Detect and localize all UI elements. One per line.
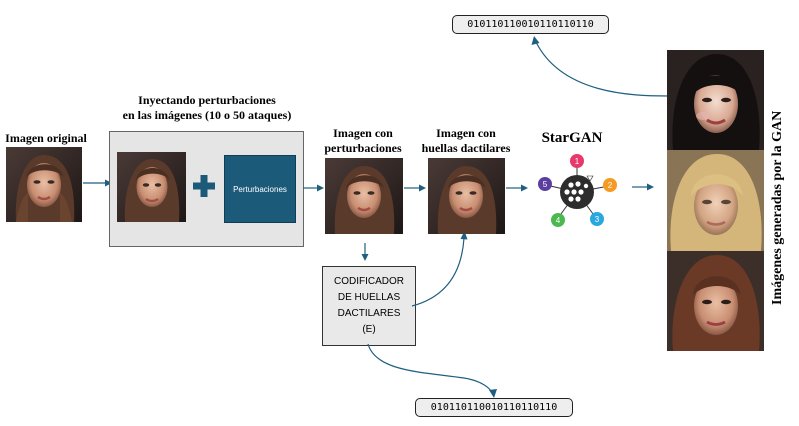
original-face-image	[6, 147, 82, 222]
arrow-generated-to-code	[531, 36, 669, 97]
generated-face-image-3	[667, 251, 764, 351]
perturbations-box: Perturbaciones	[224, 155, 296, 223]
stargan-node-1: 1	[570, 154, 584, 168]
fingerprint-label-line2: huellas dactilares	[421, 141, 511, 155]
injecting-title: Inyectando perturbaciones en las imágene…	[104, 93, 310, 123]
encoder-line3: DACTILARES	[337, 308, 401, 319]
generated-face-image-2	[667, 150, 764, 251]
stargan-node-1-label: 1	[575, 157, 580, 166]
stargan-node-4-label: 4	[556, 216, 561, 225]
original-image-label: Imagen original	[5, 131, 87, 145]
encoder-line2: DE HUELLAS	[337, 292, 401, 303]
arrow-fingerprint-to-stargan	[506, 184, 528, 192]
stargan-logo: 1 2 3 4 5	[532, 152, 622, 232]
bottom-binary-code: 010110110010110110110	[415, 398, 573, 417]
injecting-title-line2: en las imágenes (10 o 50 ataques)	[122, 108, 292, 122]
fingerprint-encoder-box: CODIFICADOR DE HUELLAS DACTILARES (E)	[322, 266, 416, 346]
fingerprint-label-line1: Imagen con	[436, 126, 496, 140]
arrow-panel-to-perturbed	[303, 184, 324, 192]
stargan-node-5: 5	[538, 177, 552, 191]
top-binary-code: 010110110010110110110	[452, 15, 609, 34]
panel-face-image	[117, 152, 186, 222]
perturbed-label-line1: Imagen con	[333, 126, 393, 140]
stargan-node-3-label: 3	[595, 215, 600, 224]
plus-icon	[193, 175, 215, 197]
arrow-encoder-to-code	[367, 344, 497, 398]
stargan-node-2-label: 2	[608, 181, 613, 190]
fingerprint-image-label: Imagen con huellas dactilares	[414, 126, 518, 156]
perturbed-image-label: Imagen con perturbaciones	[318, 126, 408, 156]
encoder-line4: (E)	[362, 324, 376, 335]
perturbed-label-line2: perturbaciones	[324, 141, 402, 155]
generated-images-label: Imágenes generadas por la GAN	[770, 110, 785, 305]
stargan-node-4: 4	[551, 213, 565, 227]
generated-face-image-1	[667, 50, 764, 150]
fingerprinted-face-image	[428, 158, 505, 234]
stargan-node-2: 2	[603, 178, 617, 192]
arrow-encoder-to-fingerprint	[411, 231, 468, 307]
stargan-label: StarGAN	[541, 130, 603, 146]
arrow-stargan-to-generated	[632, 183, 654, 191]
arrow-perturbed-to-fingerprint	[404, 184, 426, 192]
injecting-title-line1: Inyectando perturbaciones	[138, 93, 276, 107]
arrow-perturbed-to-encoder	[361, 243, 369, 261]
perturbed-face-image	[325, 158, 403, 234]
encoder-line1: CODIFICADOR	[334, 276, 404, 287]
stargan-node-5-label: 5	[543, 180, 548, 189]
arrow-original-to-panel	[83, 179, 112, 187]
stargan-node-3: 3	[590, 212, 604, 226]
